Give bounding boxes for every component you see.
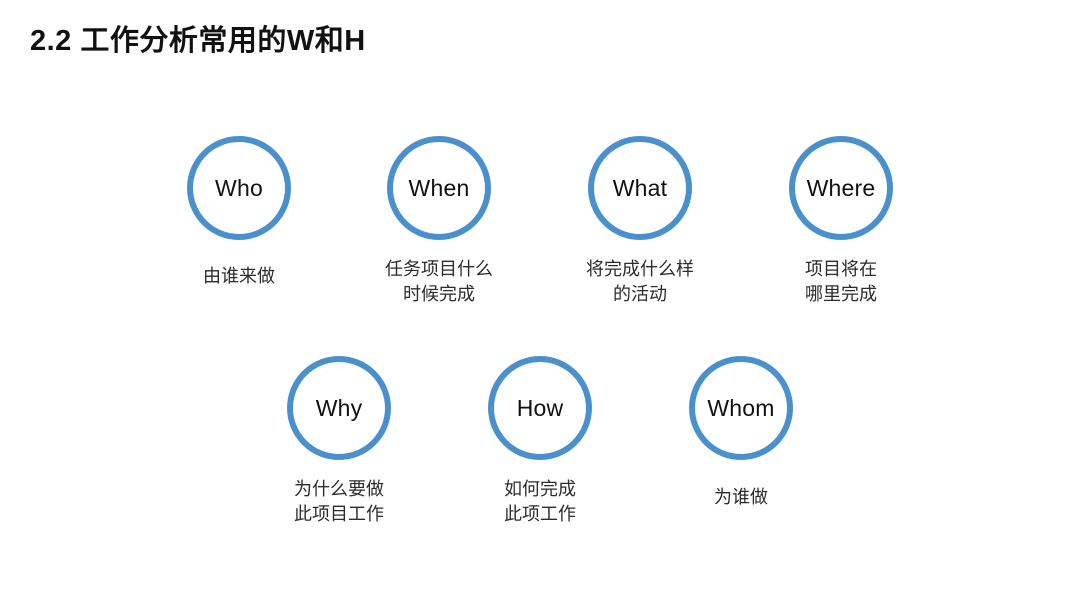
caption-when: 任务项目什么 时候完成 bbox=[385, 259, 493, 304]
circle-how[interactable]: How bbox=[488, 356, 592, 460]
caption-where: 项目将在 哪里完成 bbox=[805, 259, 877, 304]
circle-where[interactable]: Where bbox=[789, 136, 893, 240]
caption-how: 如何完成 此项工作 bbox=[504, 479, 576, 524]
circle-label-why: Why bbox=[315, 394, 363, 421]
circle-when[interactable]: When bbox=[387, 136, 491, 240]
caption-whom: 为谁做 bbox=[714, 487, 768, 507]
caption-what: 将完成什么样 的活动 bbox=[586, 259, 694, 304]
page-title: 2.2 工作分析常用的W和H bbox=[30, 25, 366, 57]
circle-why[interactable]: Why bbox=[287, 356, 391, 460]
circle-who[interactable]: Who bbox=[187, 136, 291, 240]
caption-who: 由谁来做 bbox=[203, 266, 275, 286]
circle-label-when: When bbox=[408, 174, 470, 201]
node-who[interactable]: Who 由谁来做 bbox=[139, 136, 339, 289]
circle-what[interactable]: What bbox=[588, 136, 692, 240]
circle-label-how: How bbox=[516, 394, 564, 421]
node-whom[interactable]: Whom 为谁做 bbox=[641, 356, 841, 510]
circle-label-what: What bbox=[612, 174, 668, 201]
circle-whom[interactable]: Whom bbox=[689, 356, 793, 460]
caption-why: 为什么要做 此项目工作 bbox=[294, 479, 384, 524]
circle-label-where: Where bbox=[806, 174, 876, 201]
node-how[interactable]: How 如何完成 此项工作 bbox=[440, 356, 640, 527]
node-what[interactable]: What 将完成什么样 的活动 bbox=[540, 136, 740, 307]
circle-label-whom: Whom bbox=[707, 394, 775, 421]
circle-label-who: Who bbox=[215, 174, 263, 201]
node-why[interactable]: Why 为什么要做 此项目工作 bbox=[239, 356, 439, 527]
node-when[interactable]: When 任务项目什么 时候完成 bbox=[339, 136, 539, 307]
node-where[interactable]: Where 项目将在 哪里完成 bbox=[741, 136, 941, 307]
